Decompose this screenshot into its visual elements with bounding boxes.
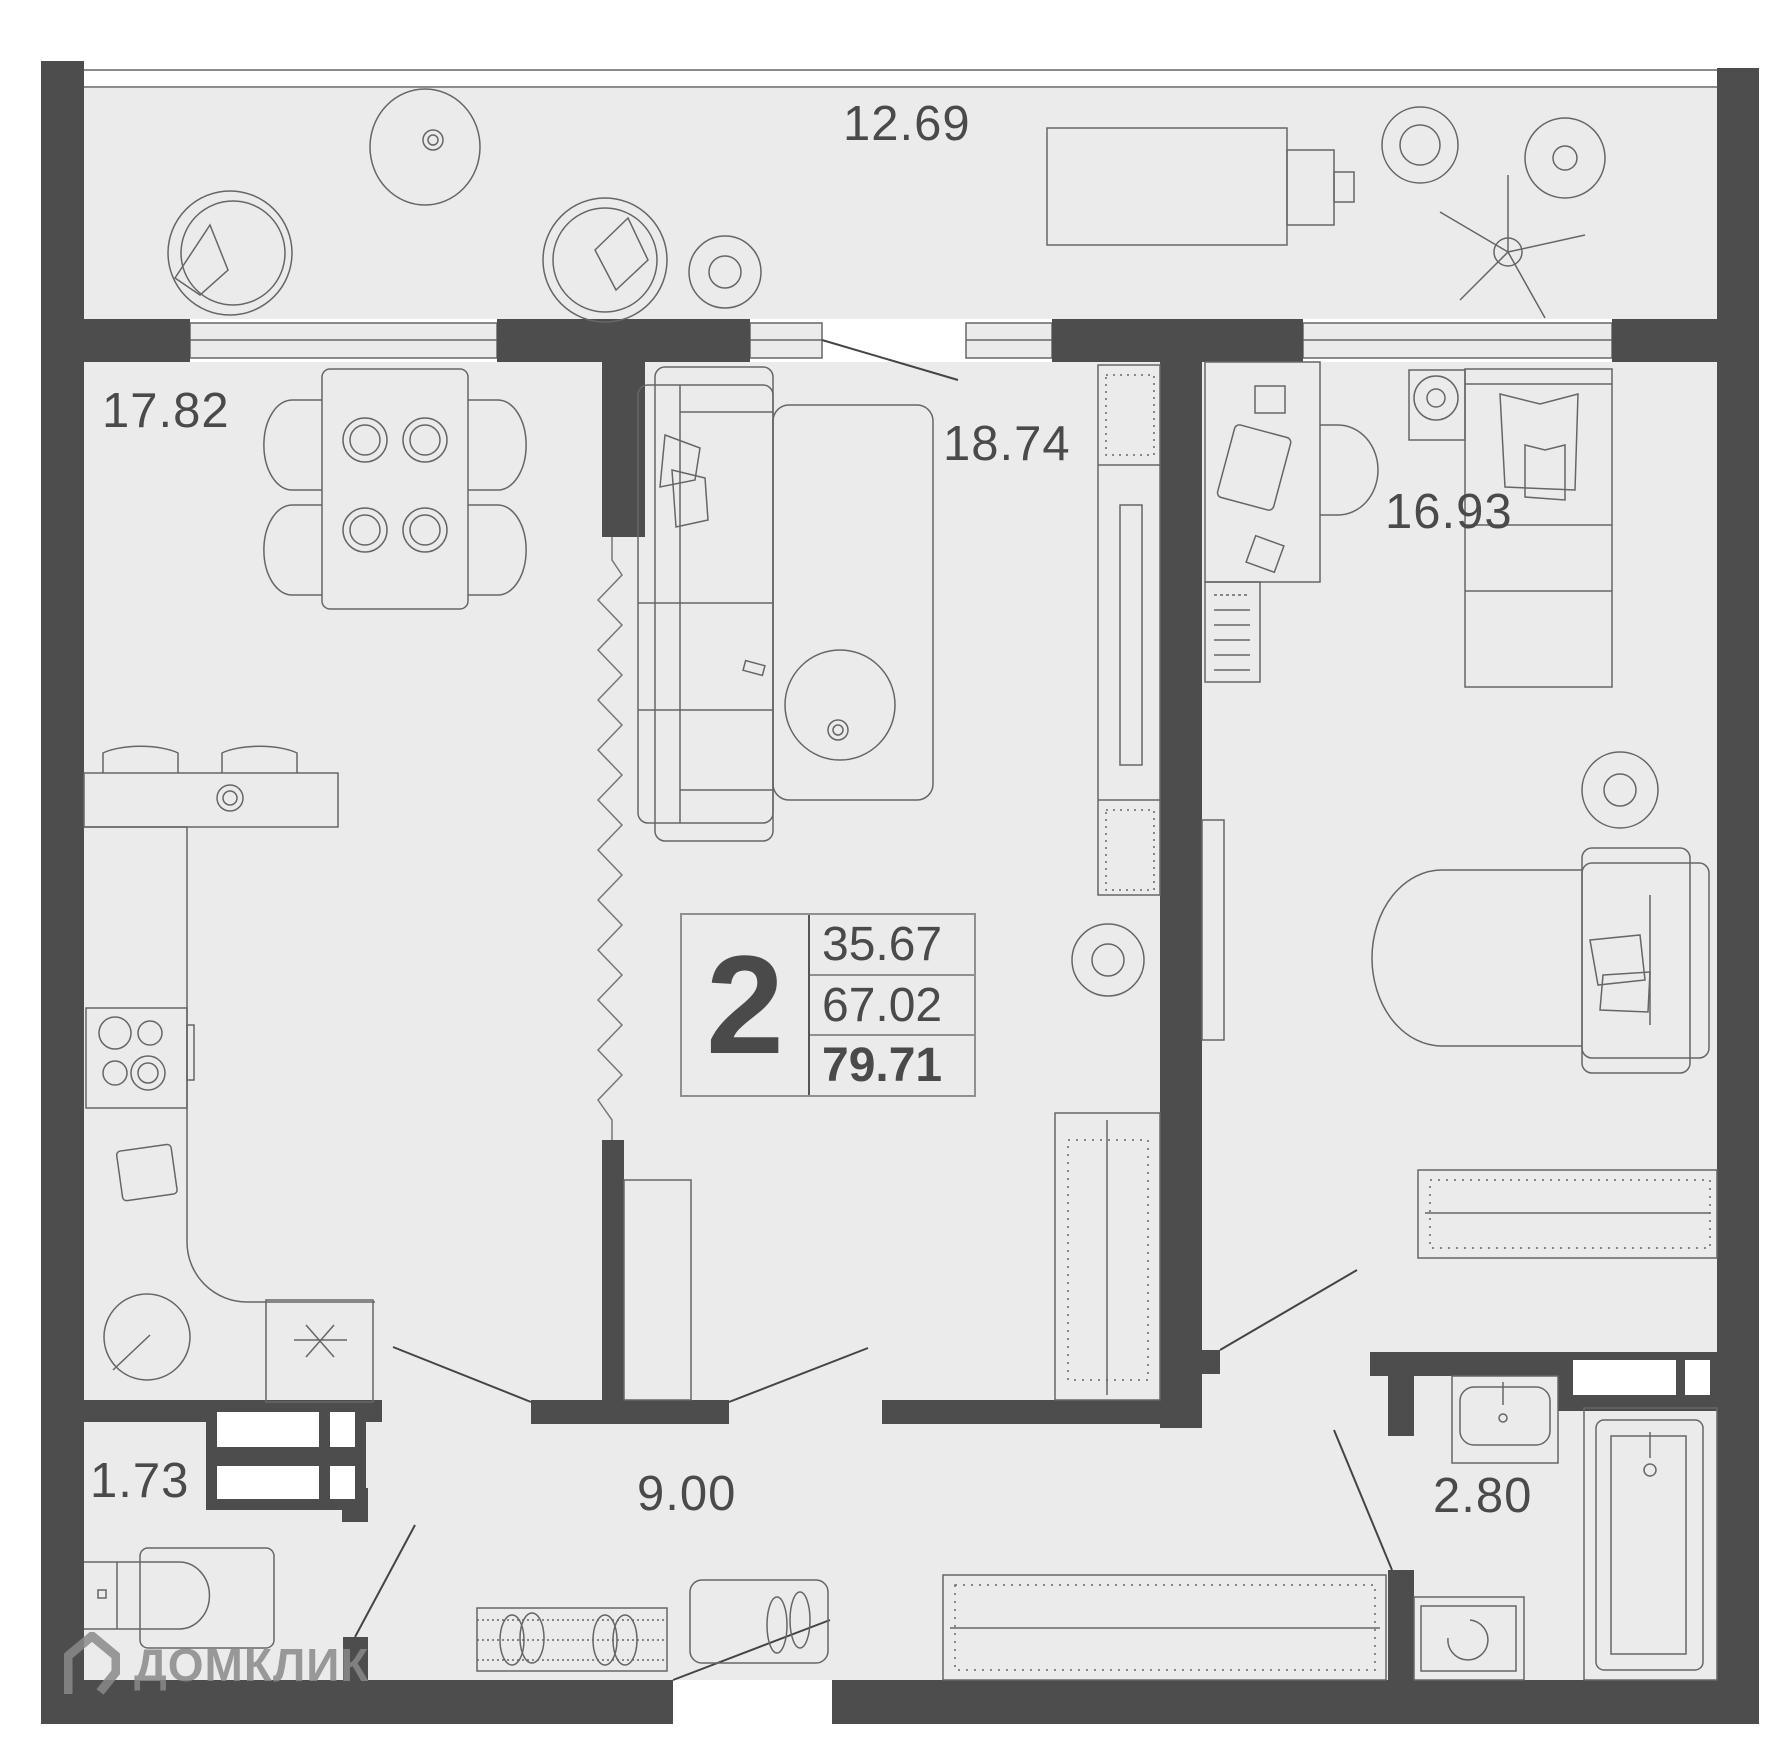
- living-area-value: 35.67: [810, 915, 974, 976]
- bed-icon: [1464, 368, 1613, 688]
- bathtub-icon: [1583, 1407, 1718, 1681]
- area-label-bathroom: 2.80: [1433, 1469, 1533, 1523]
- mirror-icon: [1201, 819, 1225, 1041]
- watermark-text: ДОМКЛИК: [134, 1639, 370, 1691]
- washbasin-icon: [1451, 1375, 1559, 1464]
- area-label-wc: 1.73: [90, 1454, 190, 1508]
- lounge-chair-icon: [542, 197, 668, 323]
- desk-icon: [1204, 361, 1379, 583]
- rooms-count: 2: [682, 915, 810, 1095]
- bookshelf-icon: [1204, 581, 1261, 683]
- apartment-summary: 2 35.67 67.02 79.71: [680, 913, 976, 1097]
- wardrobe-icon: [1417, 1169, 1718, 1259]
- round-table-icon: [369, 88, 481, 206]
- total-area-value: 79.71: [822, 1039, 943, 1093]
- cooktop-icon: [85, 1007, 195, 1109]
- wardrobe-icon: [1054, 1112, 1161, 1401]
- plant-icon: [688, 235, 762, 309]
- dishwasher-icon: [265, 1299, 374, 1403]
- shoe-rack-icon: [476, 1607, 668, 1672]
- furniture: [83, 88, 1718, 1681]
- shafts: [217, 1360, 1710, 1499]
- balcony-door-swing: [821, 339, 959, 381]
- palm-plant-icon: [1439, 175, 1586, 319]
- tv-unit-icon: [1097, 364, 1161, 896]
- treadmill-icon: [1046, 127, 1355, 246]
- folding-partition: [596, 537, 624, 1140]
- plant-icon: [1381, 106, 1459, 184]
- armchair-icon: [1371, 847, 1710, 1074]
- plant-icon: [1581, 751, 1659, 829]
- washing-machine-icon: [1413, 1596, 1525, 1681]
- wardrobe-icon: [942, 1574, 1387, 1681]
- toilet-icon: [84, 1547, 275, 1649]
- area-label-bedroom: 16.93: [1385, 485, 1513, 539]
- dining-table-icon: [263, 368, 527, 610]
- area-label-kitchen-dining: 17.82: [102, 384, 230, 438]
- floor-balcony: [84, 88, 1717, 319]
- balcony-railing: [84, 68, 1717, 88]
- area-values: 35.67 67.02 79.71: [810, 915, 974, 1095]
- plant-icon: [1071, 923, 1145, 997]
- cutting-board-icon: [115, 1143, 178, 1202]
- area-label-hallway: 9.00: [637, 1467, 737, 1521]
- kitchen-counter-icon: [83, 745, 375, 1303]
- windows: [189, 322, 1613, 359]
- door-swings: [354, 1269, 1393, 1681]
- sink-icon: [103, 1293, 191, 1381]
- area-without-balcony-value: 67.02: [810, 976, 974, 1037]
- domclick-watermark: ДОМКЛИК: [64, 1632, 369, 1698]
- door-mat-icon: [689, 1579, 829, 1664]
- plant-icon: [1524, 117, 1606, 199]
- house-logo-icon: [64, 1632, 120, 1695]
- area-label-living-room: 18.74: [943, 417, 1071, 471]
- rug-icon: [772, 404, 934, 801]
- cabinet-icon: [623, 1179, 692, 1401]
- lounge-chair-icon: [167, 190, 293, 316]
- area-label-balcony: 12.69: [843, 97, 971, 151]
